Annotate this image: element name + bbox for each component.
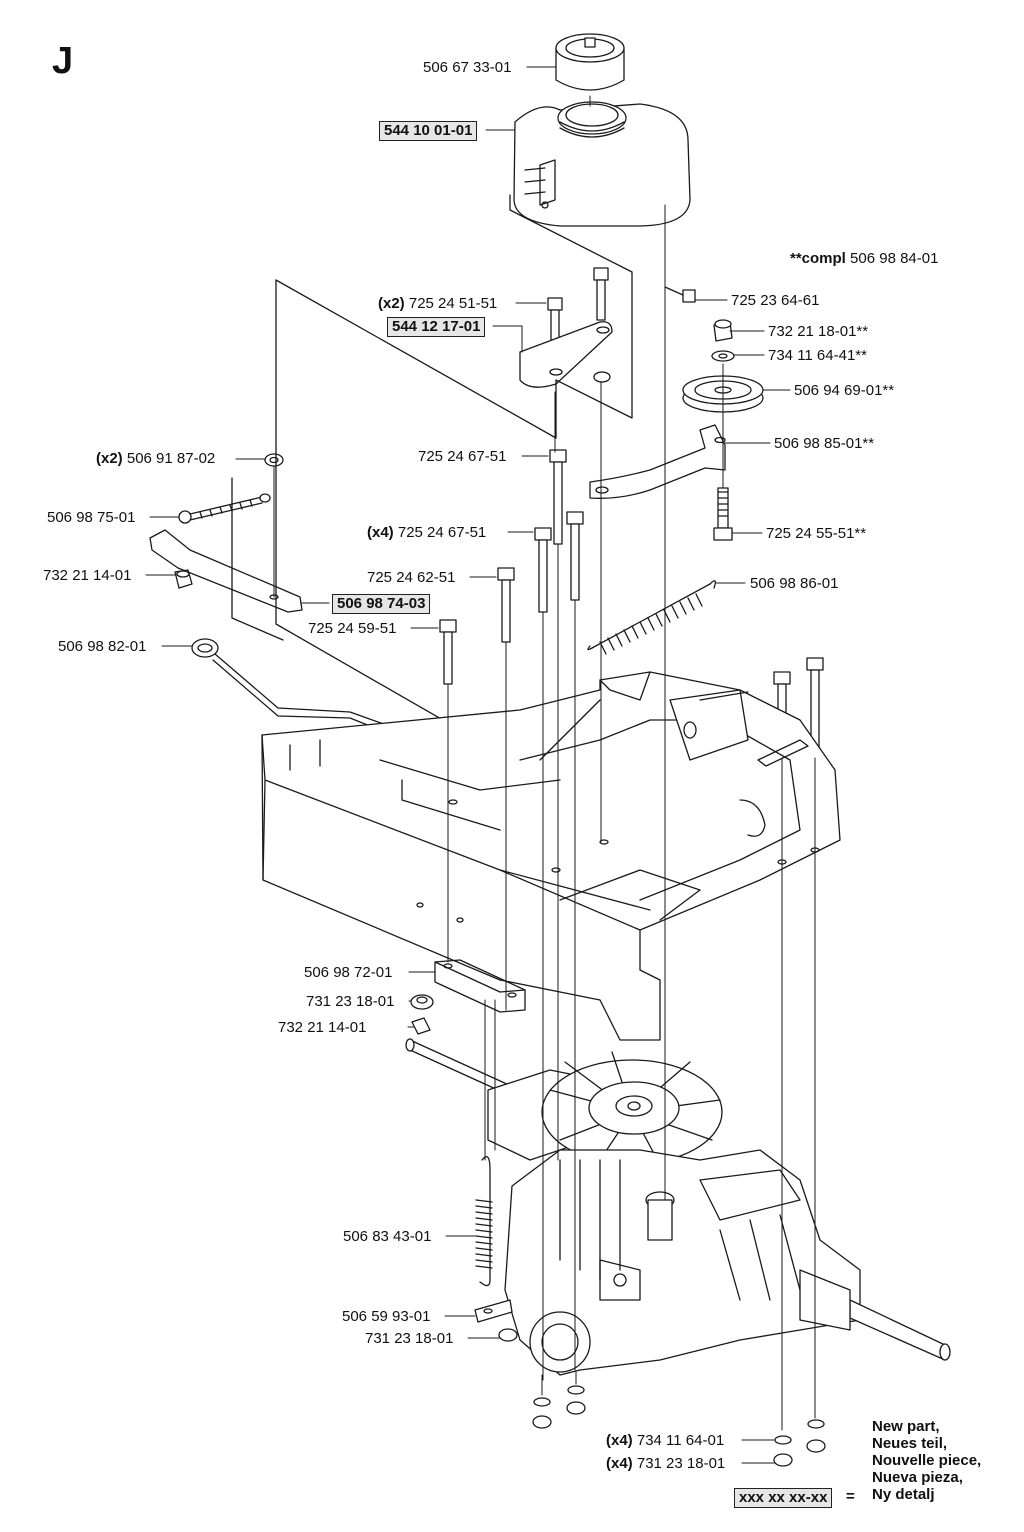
- label-bracket-bolt-qty: (x2): [378, 295, 405, 312]
- leader-lines: [145, 66, 791, 1464]
- label-grommet-qty: (x2): [96, 450, 123, 467]
- label-bracket-bolt: (x2) 725 24 51-51: [378, 295, 497, 313]
- section-letter: J: [52, 40, 74, 82]
- label-nut-bottom-number: 731 23 18-01: [636, 1455, 726, 1472]
- label-washer-bottom: (x4) 734 11 64-01: [606, 1432, 724, 1450]
- label-grommet: (x2) 506 91 87-02: [96, 450, 215, 468]
- legend-equals: =: [846, 1488, 855, 1505]
- hex-nut-mid: [410, 994, 434, 1035]
- legend-line-es: Nueva pieza,: [872, 1469, 963, 1486]
- label-rod-end: 506 98 75-01: [47, 509, 136, 526]
- label-bolt-6251: 725 24 62-51: [367, 569, 456, 586]
- label-bolt-6751-x4: (x4) 725 24 67-51: [367, 524, 486, 542]
- tank-screw: [664, 286, 696, 303]
- label-nut-1801-b: 731 23 18-01: [365, 1330, 454, 1347]
- new-part-legend: New part, Neues teil, Nouvelle piece, Nu…: [872, 1418, 981, 1503]
- fuel-tank: [513, 101, 691, 227]
- label-bolt-6751: 725 24 67-51: [418, 448, 507, 465]
- label-tank-screw: 725 23 64-61: [731, 292, 820, 309]
- fuel-cap: [555, 33, 625, 91]
- label-lever-plate: 506 98 74-03: [332, 594, 431, 614]
- cooling-fan: [541, 1051, 723, 1166]
- label-spring-top: 506 98 86-01: [750, 575, 839, 592]
- label-idler-bolt: 725 24 55-51**: [766, 525, 867, 542]
- label-nut-1401-b: 732 21 14-01: [278, 1019, 367, 1036]
- label-nut-top: 732 21 18-01**: [768, 323, 869, 340]
- label-bolt-6751-x4-qty: (x4): [367, 524, 394, 541]
- legend-line-de: Neues teil,: [872, 1435, 948, 1452]
- compl-number: 506 98 84-01: [850, 250, 939, 267]
- label-nut-bottom: (x4) 731 23 18-01: [606, 1455, 725, 1473]
- spring-plate: [474, 1299, 518, 1342]
- label-bolt-6751-x4-number: 725 24 67-51: [397, 524, 487, 541]
- compl-note: **compl 506 98 84-01: [790, 250, 938, 268]
- label-spring-bottom: 506 83 43-01: [343, 1228, 432, 1245]
- label-washer-bottom-number: 734 11 64-01: [636, 1432, 725, 1449]
- idler-pulley-group: [589, 319, 764, 541]
- bottom-washers-nuts: [532, 1385, 826, 1467]
- extension-spring-top: [587, 580, 716, 655]
- legend-sample-box: xxx xx xx-xx: [734, 1488, 833, 1508]
- label-nut-1401-a: 732 21 14-01: [43, 567, 132, 584]
- main-frame: [261, 671, 841, 1041]
- label-washer-bottom-qty: (x4): [606, 1432, 633, 1449]
- label-bracket-bolt-number: 725 24 51-51: [408, 295, 498, 312]
- label-bracket: 544 12 17-01: [387, 317, 486, 337]
- label-fuel-cap: 506 67 33-01: [423, 59, 512, 76]
- compl-prefix: **compl: [790, 250, 846, 267]
- legend-line-en: New part,: [872, 1418, 940, 1435]
- label-spring-plate: 506 59 93-01: [342, 1308, 431, 1325]
- legend-line-fr: Nouvelle piece,: [872, 1452, 982, 1469]
- label-grommet-number: 506 91 87-02: [126, 450, 216, 467]
- label-tow-rod: 506 98 82-01: [58, 638, 147, 655]
- assembly-lines: [273, 95, 816, 1431]
- label-washer-top: 734 11 64-41**: [768, 347, 867, 364]
- bracket-and-bolts: [509, 194, 633, 439]
- label-fuel-tank: 544 10 01-01: [379, 121, 478, 141]
- label-spacer-block: 506 98 72-01: [304, 964, 393, 981]
- label-idler-arm: 506 98 85-01**: [774, 435, 875, 452]
- label-bolt-5951: 725 24 59-51: [308, 620, 397, 637]
- label-nut-1801-a: 731 23 18-01: [306, 993, 395, 1010]
- label-nut-bottom-qty: (x4): [606, 1455, 633, 1472]
- label-pulley: 506 94 69-01**: [794, 382, 895, 399]
- extension-spring-bottom: [475, 1156, 493, 1287]
- spacer-block: [434, 959, 526, 1013]
- legend-line-sv: Ny detalj: [872, 1486, 935, 1503]
